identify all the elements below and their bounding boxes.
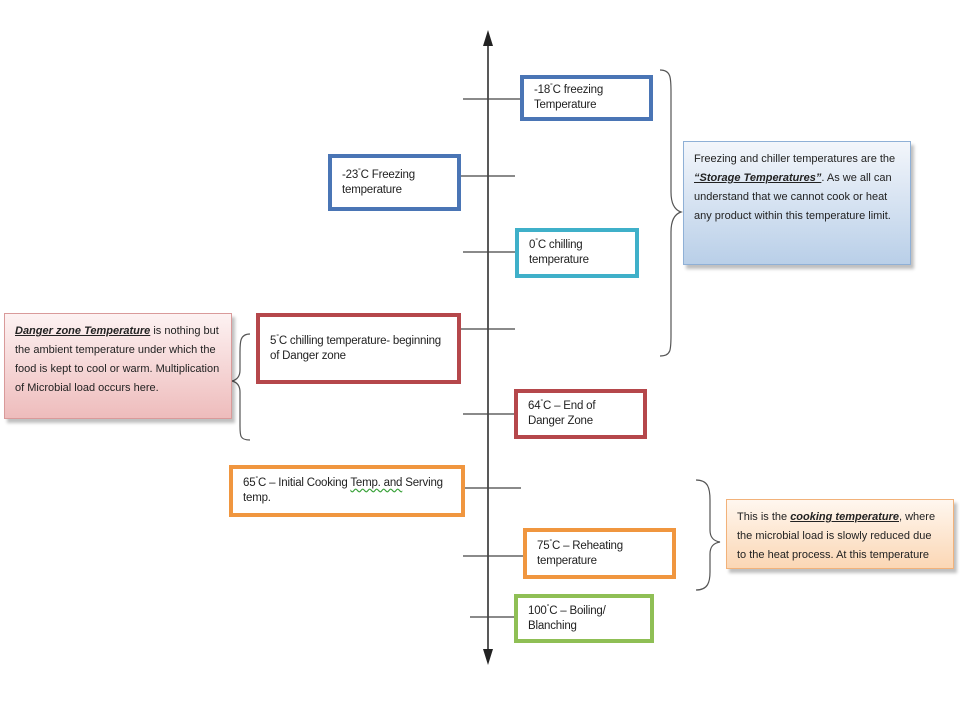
note-text: is nothing but the ambient temperature u… <box>15 325 220 394</box>
degree-icon: ° <box>550 83 553 90</box>
temp-unit: C <box>360 168 369 181</box>
box-label: chilling temperature- beginning of Dange… <box>270 334 441 362</box>
temp-unit: C <box>552 539 561 552</box>
box-65-initial-cooking: 65°C – Initial Cooking Temp. and Serving… <box>229 465 465 517</box>
box-label: – Reheating temperature <box>537 539 623 567</box>
storage-brace <box>659 69 683 357</box>
box-100-boiling: 100°C – Boiling/ Blanching <box>514 594 654 643</box>
box-0-text: 0°C chilling temperature <box>529 238 625 268</box>
degree-icon: ° <box>540 399 544 406</box>
box-label: – Initial Cooking <box>266 477 351 489</box>
degree-icon: ° <box>535 238 538 245</box>
box-5-text: 5°C chilling temperature- beginning of D… <box>270 334 447 364</box>
box-label: freezing Temperature <box>534 84 604 111</box>
box-minus18-freezing: -18°C freezing Temperature <box>520 75 653 121</box>
danger-zone-note: Danger zone Temperature is nothing but t… <box>4 313 232 419</box>
box-5-chilling-danger-start: 5°C chilling temperature- beginning of D… <box>256 313 461 384</box>
box-label: – Boiling/ Blanching <box>528 604 606 632</box>
temp-value: 65 <box>243 477 256 489</box>
box-minus23-text: -23°C Freezing temperature <box>342 168 447 198</box>
spellcheck-underlined-text: Temp. and <box>350 477 403 489</box>
box-65-text: 65°C – Initial Cooking Temp. and Serving… <box>243 476 451 506</box>
box-label: chilling temperature <box>529 239 589 266</box>
box-label: Freezing temperature <box>342 168 415 196</box>
temp-value: -23 <box>342 168 359 181</box>
cooking-temperature-note: This is the cooking temperature, where t… <box>726 499 954 569</box>
degree-icon: ° <box>255 476 259 483</box>
box-64-text: 64°C – End of Danger Zone <box>528 399 633 429</box>
box-100-text: 100°C – Boiling/ Blanching <box>528 604 640 634</box>
degree-icon: ° <box>358 167 361 175</box>
note-text-end: . As we all can understand that we canno… <box>694 172 892 222</box>
temp-unit: C <box>549 604 558 617</box>
degree-icon: ° <box>276 333 279 341</box>
temp-value: 64 <box>528 400 541 412</box>
temp-value: 100 <box>528 604 547 617</box>
temp-value: 5 <box>270 334 277 347</box>
temp-unit: C <box>552 84 561 96</box>
note-emphasis: Danger zone Temperature <box>15 325 151 337</box>
temp-unit: C <box>543 400 552 412</box>
axis-ticks <box>461 98 525 618</box>
box-minus23-freezing: -23°C Freezing temperature <box>328 154 461 211</box>
danger-brace <box>231 333 251 441</box>
box-64-danger-end: 64°C – End of Danger Zone <box>514 389 647 439</box>
degree-icon: ° <box>549 538 553 546</box>
note-text-end: , where the microbial load is slowly red… <box>737 511 936 561</box>
box-75-text: 75°C – Reheating temperature <box>537 539 662 569</box>
note-emphasis: “Storage Temperatures” <box>694 172 822 184</box>
axis-arrow-up-icon <box>483 30 493 46</box>
box-label-end: Serving temp. <box>243 477 443 504</box>
box-75-reheating: 75°C – Reheating temperature <box>523 528 676 579</box>
storage-temperature-note: Freezing and chiller temperatures are th… <box>683 141 911 265</box>
box-label: – End of Danger Zone <box>528 400 596 427</box>
temp-unit: C <box>278 334 287 347</box>
note-text: Freezing and chiller temperatures are th… <box>694 153 896 165</box>
degree-icon: ° <box>546 603 550 611</box>
temp-value: 75 <box>537 539 550 552</box>
note-emphasis: cooking temperature <box>790 511 899 523</box>
box-minus18-text: -18°C freezing Temperature <box>534 83 639 113</box>
note-text: This is the <box>737 511 791 523</box>
cooking-brace <box>695 479 721 591</box>
temp-value: -18 <box>534 84 551 96</box>
temp-unit: C <box>258 477 267 489</box>
temp-value: 0 <box>529 239 536 251</box>
box-0-chilling: 0°C chilling temperature <box>515 228 639 278</box>
axis-arrow-down-icon <box>483 649 493 665</box>
temp-unit: C <box>537 239 546 251</box>
